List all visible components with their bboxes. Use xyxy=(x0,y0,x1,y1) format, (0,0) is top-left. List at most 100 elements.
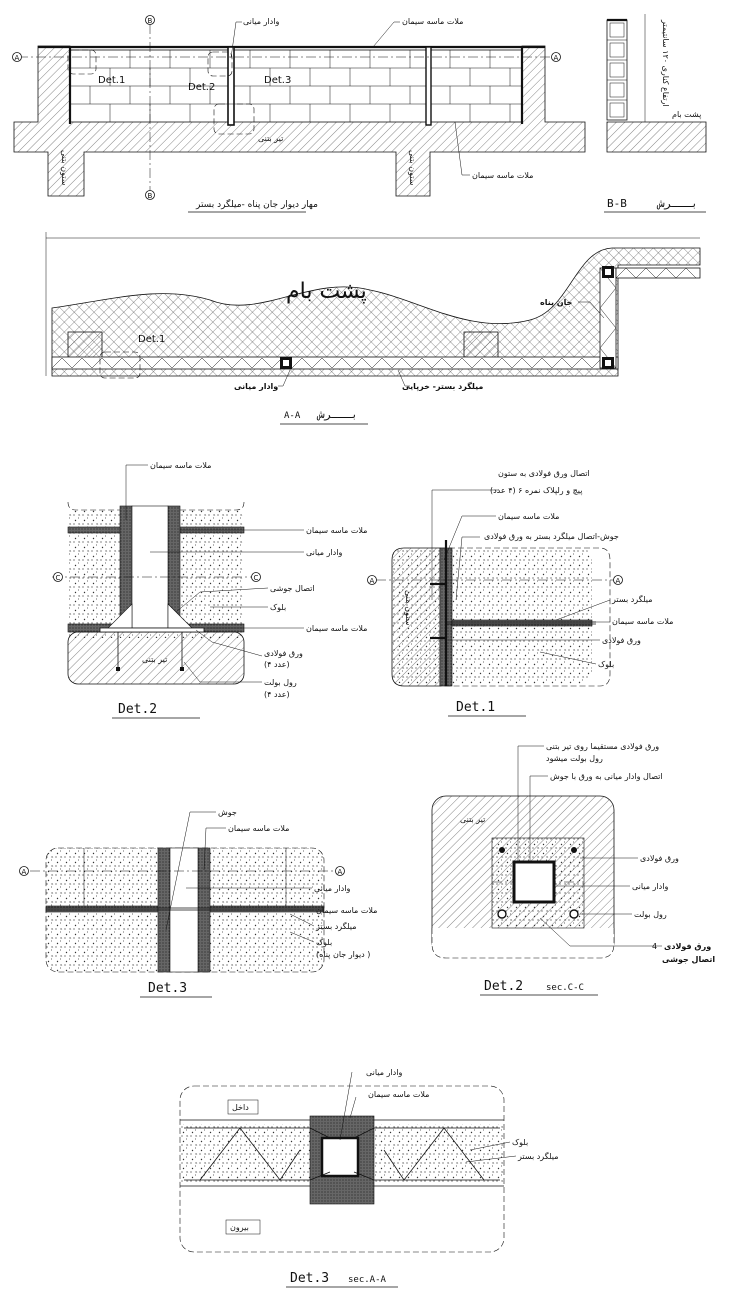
rebar-bottom-left xyxy=(184,1171,331,1181)
rebar-top-right xyxy=(353,1127,500,1139)
label-plate: ورق فولادی xyxy=(640,854,679,863)
label-weld-conn: اتصال جوشی xyxy=(662,955,715,964)
section-b-mark-top: B xyxy=(148,17,153,25)
label-rebar: میلگرد بستر xyxy=(315,921,356,931)
label-block: بلوک xyxy=(512,1138,528,1147)
section-aa-caption-code: A-A xyxy=(284,411,301,421)
label-middle-post: وادار میانی xyxy=(243,17,279,26)
det3-section-caption: Det.3 xyxy=(290,1271,329,1286)
svg-text:A: A xyxy=(22,868,27,876)
label-post: وادار میانی xyxy=(366,1068,402,1077)
label-post: وادار میانی xyxy=(314,884,350,893)
label-bolted: رول بولت میشود xyxy=(546,754,603,763)
label-rebar: میلگرد بستر- خرپایی xyxy=(402,381,483,391)
label-block: بلوک xyxy=(316,938,332,947)
roof-fill xyxy=(51,247,701,377)
label-block: بلوک xyxy=(598,660,614,669)
label-post: وادار میانی xyxy=(234,382,278,391)
label-beam: تیر بتنی xyxy=(142,655,167,664)
section-b-bubble-bottom xyxy=(145,190,155,200)
label-bolt: رول بولت xyxy=(634,910,667,919)
truss-diag-right xyxy=(383,1127,485,1181)
det2-elevation-caption: Det.2 xyxy=(118,702,157,717)
label-weld: جوش-اتصال میلگرد بستر به ورق فولادی xyxy=(484,531,619,541)
label-rebar: میلگرد بستر xyxy=(517,1151,558,1161)
label-height: ارتفاع کناری ۱۲۰ سانتیمتر xyxy=(661,19,670,107)
label-plate-on-beam: ورق فولادی مستقیما روی تیر بتنی xyxy=(546,742,659,751)
label-inside: داخل xyxy=(232,1103,249,1112)
middle-post-2 xyxy=(425,46,432,126)
section-c-bubble-right xyxy=(251,572,261,582)
middle-post-1 xyxy=(227,46,235,126)
concrete-column xyxy=(391,547,441,687)
wall-elevation-caption: مهار دیوار جان پناه -میلگرد بستر xyxy=(195,198,318,210)
wall-elevation: Det.1 Det.3 Det.2 A A B B وادار میانی مل… xyxy=(12,15,586,213)
section-aa: پشت بام Det.1 جان پناه وادار میانی میلگر… xyxy=(45,232,701,425)
label-mortar: ملات ماسه سیمان xyxy=(228,824,289,833)
det3-marker xyxy=(207,51,233,77)
section-a-bubble-left xyxy=(12,52,22,62)
det2-label: Det.2 xyxy=(188,82,215,93)
rebar-bottom-right xyxy=(353,1171,500,1181)
label-column-left: ستون بتنی xyxy=(60,150,69,186)
det1-marker-aa xyxy=(99,351,141,379)
label-mortar-1: ملات ماسه سیمان xyxy=(306,526,367,535)
label-plate-qty: (۴ عدد) xyxy=(264,660,290,669)
block-left xyxy=(180,1124,310,1182)
label-rebar: میلگرد بستر xyxy=(611,594,652,604)
label-mortar-2: ملات ماسه سیمان xyxy=(316,906,377,915)
det3-elevation-caption: Det.3 xyxy=(148,981,187,996)
label-mortar-2: ملات ماسه سیمان xyxy=(612,617,673,626)
label-mortar-2: ملات ماسه سیمان xyxy=(306,624,367,633)
label-column: ستون بتنی xyxy=(404,590,413,626)
det2-marker xyxy=(213,103,255,135)
det2-section-caption-sec: sec.C-C xyxy=(546,983,584,993)
label-bolt: رول بولت xyxy=(264,678,297,687)
det1-marker xyxy=(67,49,97,75)
section-a-mark-left: A xyxy=(15,54,20,62)
det2-section-caption: Det.2 xyxy=(484,979,523,994)
label-post: وادار میانی xyxy=(632,882,668,891)
svg-text:C: C xyxy=(56,574,61,582)
section-a-mark-right: A xyxy=(554,54,559,62)
label-beam: تیر بتنی xyxy=(258,134,283,143)
label-mortar: ملات ماسه سیمان xyxy=(368,1090,429,1099)
section-b-bubble-top xyxy=(145,15,155,25)
svg-text:A: A xyxy=(338,868,343,876)
label-bolt-qty: (۴ عدد) xyxy=(264,690,290,699)
block-courses xyxy=(70,67,522,105)
label-screw: پیچ و رلپلاک نمره ۶ (۴ عدد) xyxy=(490,486,582,495)
label-weld: اتصال جوشی xyxy=(270,584,315,593)
label-plate-2: ورق فولادی xyxy=(664,942,711,951)
label-post-weld: اتصال وادار میانی به ورق با جوش xyxy=(550,772,663,781)
label-mortar-top: ملات ماسه سیمان xyxy=(150,461,211,470)
det1-label: Det.1 xyxy=(98,75,125,86)
middle-post-section xyxy=(512,860,556,904)
roof-title: پشت بام xyxy=(286,279,367,304)
label-plate: ورق فولادی xyxy=(602,636,641,645)
truss-rebar-strip xyxy=(51,356,619,370)
leader-middle-post xyxy=(230,21,242,59)
steel-plate xyxy=(99,627,205,633)
det3-section-caption-sec: sec.A-A xyxy=(348,1275,387,1285)
section-b-mark-bottom: B xyxy=(148,192,153,200)
parapet-top xyxy=(615,267,701,279)
svg-text:A: A xyxy=(370,577,375,585)
label-beam: تیر بتنی xyxy=(460,815,485,824)
label-post: وادار میانی xyxy=(306,548,342,557)
label-column-right: ستون بتنی xyxy=(408,150,417,186)
mortar-bed-joint xyxy=(451,619,593,627)
label-plate: ورق فولادی xyxy=(264,649,303,658)
svg-text:A: A xyxy=(616,577,621,585)
section-bb-caption-code: B-B xyxy=(607,197,627,210)
det3-elevation: A A جوش ملات ماسه سیمان وادار میانی ملات… xyxy=(19,808,377,998)
label-roof: پشت بام xyxy=(672,110,701,119)
det2-section: ورق فولادی مستقیما روی تیر بتنی رول بولت… xyxy=(431,742,715,996)
section-bb: ارتفاع کناری ۱۲۰ سانتیمتر پشت بام بـــرش… xyxy=(604,14,707,213)
section-a-bubble-right xyxy=(551,52,561,62)
det1-label-aa: Det.1 xyxy=(138,334,165,345)
label-block: بلوک xyxy=(270,603,286,612)
section-aa-caption-fa: بـــرش xyxy=(316,408,358,421)
label-block-2: (دیوار جان پناه ) xyxy=(316,950,370,959)
